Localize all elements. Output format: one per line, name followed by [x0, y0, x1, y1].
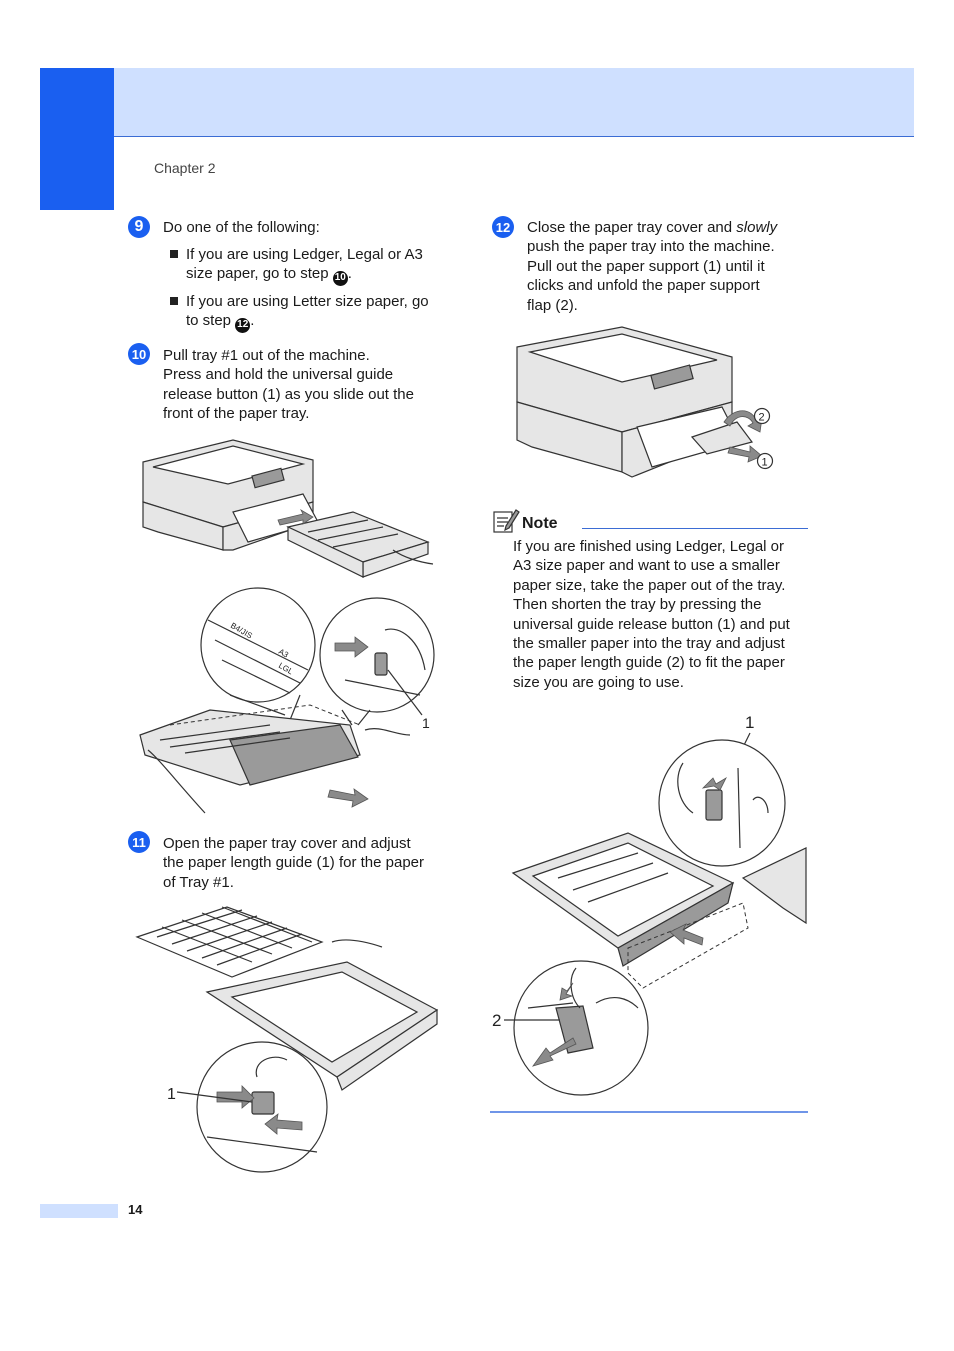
- step-12-line-2: push the paper tray into the machine.: [527, 238, 775, 256]
- step-number-12: 12: [492, 216, 514, 238]
- step-number-9: 9: [128, 216, 150, 238]
- printer-paper-support-illustration: 2 1: [516, 326, 774, 478]
- tray-shorten-illustration: 1 2: [492, 713, 807, 1096]
- step-10-callout-1: 1: [422, 715, 430, 731]
- note-callout-2: 2: [492, 1011, 501, 1030]
- step-ref-12: 12: [235, 317, 251, 333]
- step-10-line-1: Pull tray #1 out of the machine.: [163, 347, 370, 364]
- step-12-callout-flap: 2: [759, 412, 765, 424]
- printer-tray-out-illustration: [142, 439, 434, 578]
- page-number: 14: [128, 1202, 143, 1217]
- step-11-line-2: the paper length guide (1) for the paper: [163, 854, 425, 872]
- step-9-bullet-1-line-a: If you are using Ledger, Legal or A3: [186, 246, 423, 263]
- step-number-11: 11: [128, 831, 150, 853]
- note-body: If you are finished using Ledger, Legal …: [513, 537, 790, 692]
- note-callout-1: 1: [745, 713, 754, 732]
- step-9-bullet-2-line-b: to step: [186, 312, 232, 330]
- step-12-line-3: Pull out the paper support (1) until it: [527, 257, 765, 275]
- step-10-line-2: Press and hold the universal guide: [163, 366, 394, 384]
- note-line-6: the smaller paper into the tray and adju…: [513, 635, 785, 653]
- note-line-8: size you are going to use.: [513, 673, 684, 691]
- step-12-line-1-emphasis: slowly: [736, 219, 778, 236]
- step-9-text: Do one of the following:: [163, 219, 320, 236]
- step-11-line-3: of Tray #1.: [163, 873, 234, 891]
- note-line-4: Then shorten the tray by pressing the: [513, 596, 762, 614]
- step-10-line-3: release button (1) as you slide out the: [163, 385, 414, 403]
- step-11-text: Open the paper tray cover and adjust the…: [163, 834, 424, 892]
- note-line-5: universal guide release button (1) and p…: [513, 615, 790, 633]
- step-9-bullet-1: If you are using Ledger, Legal or A3 siz…: [170, 245, 423, 286]
- note-end-rule: [490, 1111, 808, 1113]
- step-11-line-1: Open the paper tray cover and adjust: [163, 835, 411, 852]
- note-pencil-icon: [493, 509, 520, 533]
- tray-release-button-illustration: B4/JIS A3 LGL 1: [139, 587, 435, 814]
- note-line-7: the paper length guide (2) to fit the pa…: [513, 654, 785, 672]
- note-rule: [582, 528, 808, 529]
- note-line-3: paper size, take the paper out of the tr…: [513, 576, 786, 594]
- note-title: Note: [522, 515, 558, 532]
- step-number-10: 10: [128, 343, 150, 365]
- step-9-bullet-2-line-a: If you are using Letter size paper, go: [186, 293, 429, 310]
- step-10-text: Pull tray #1 out of the machine. Press a…: [163, 346, 414, 424]
- step-12-text: Close the paper tray cover and slowly pu…: [527, 218, 777, 315]
- paper-length-guide-illustration: 1: [135, 906, 439, 1173]
- step-9-bullet-2: If you are using Letter size paper, go t…: [170, 292, 429, 333]
- note-line-2: A3 size paper and want to use a smaller: [513, 557, 780, 575]
- tray-mark-a3: A3: [277, 647, 290, 660]
- step-11-callout-1: 1: [167, 1086, 176, 1103]
- step-10-line-4: front of the paper tray.: [163, 405, 310, 423]
- note-line-1: If you are finished using Ledger, Legal …: [513, 538, 785, 555]
- step-12-callout-support: 1: [762, 457, 768, 469]
- step-12-line-4: clicks and unfold the paper support: [527, 277, 760, 295]
- step-ref-10: 10: [332, 270, 348, 286]
- header-band: [40, 68, 914, 137]
- step-12-line-5: flap (2).: [527, 296, 578, 314]
- step-9-bullet-1-line-b: size paper, go to step: [186, 265, 329, 283]
- footer-bar: [40, 1204, 118, 1218]
- step-12-line-1: Close the paper tray cover and: [527, 219, 733, 236]
- chapter-label: Chapter 2: [154, 160, 216, 176]
- chapter-tab: [40, 68, 114, 210]
